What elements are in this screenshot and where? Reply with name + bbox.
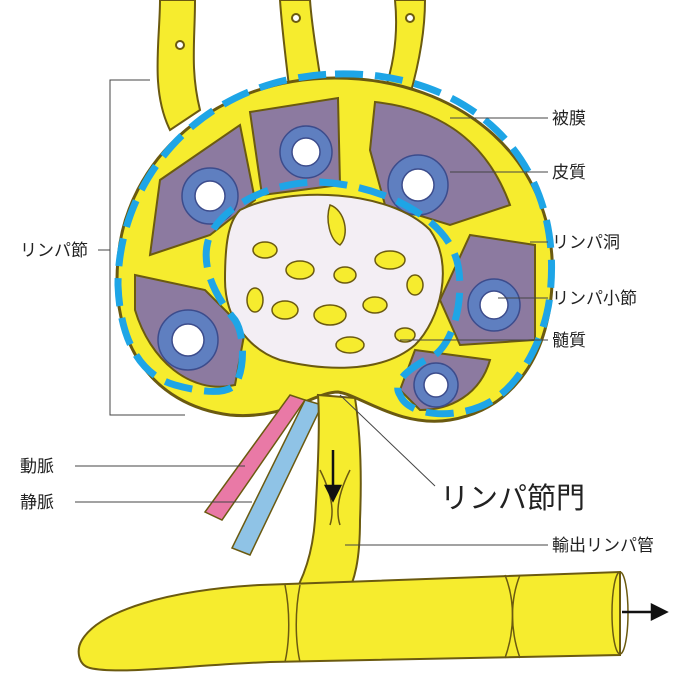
label-artery: 動脈	[20, 457, 54, 477]
label-capsule: 被膜	[552, 109, 586, 129]
label-hilum: リンパ節門	[440, 481, 585, 515]
label-node: リンパ節	[20, 241, 88, 261]
label-vein: 静脈	[20, 493, 54, 513]
label-cortex: 皮質	[552, 163, 586, 183]
label-efferent: 輸出リンパ管	[552, 536, 654, 556]
label-medulla: 髄質	[552, 331, 586, 351]
label-sinus: リンパ洞	[552, 233, 620, 253]
collecting-lymph-vessel	[79, 572, 620, 670]
label-follicle: リンパ小節	[552, 289, 637, 309]
